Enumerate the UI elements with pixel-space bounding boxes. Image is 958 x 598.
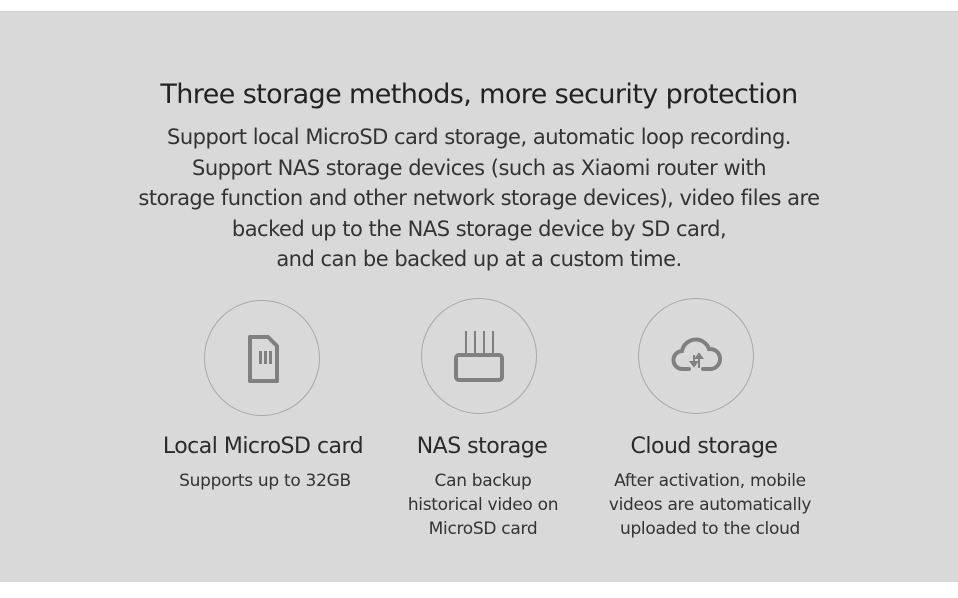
feature-subtitle-line: Can backup <box>434 471 532 491</box>
feature-subtitle-line: MicroSD card <box>428 519 538 539</box>
description-line: Support local MicroSD card storage, auto… <box>167 125 791 149</box>
feature-subtitle: Supports up to 32GB <box>145 469 385 493</box>
router-circle <box>421 298 537 414</box>
feature-subtitle: Can backup historical video on MicroSD car… <box>363 469 603 541</box>
page-title: Three storage methods, more security pro… <box>160 79 798 110</box>
feature-title: Cloud storage <box>630 434 778 459</box>
feature-subtitle-line: After activation, mobile <box>614 471 806 491</box>
sd-card-circle <box>204 300 320 416</box>
cloud-circle <box>638 298 754 414</box>
router-icon <box>454 331 504 382</box>
description-line: backed up to the NAS storage device by S… <box>231 216 727 241</box>
description-line: Support NAS storage devices (such as Xia… <box>191 155 767 180</box>
feature-title: Local MicroSD card <box>162 434 364 459</box>
description-line: and can be backed up at a custom time. <box>276 247 682 271</box>
sd-card-icon <box>248 335 279 383</box>
description-line: storage function and other network stora… <box>138 186 820 210</box>
feature-title: NAS storage <box>416 434 548 459</box>
feature-subtitle-line: Supports up to 32GB <box>179 471 351 491</box>
feature-subtitle-line: videos are automatically <box>608 495 812 515</box>
feature-subtitle-line: historical video on <box>407 495 559 515</box>
cloud-sync-icon <box>671 337 722 371</box>
description: Support local MicroSD card storage, auto… <box>0 122 958 275</box>
feature-subtitle-line: uploaded to the cloud <box>619 519 801 539</box>
feature-subtitle: After activation, mobile videos are autom… <box>590 469 830 541</box>
feature-panel <box>0 11 958 582</box>
